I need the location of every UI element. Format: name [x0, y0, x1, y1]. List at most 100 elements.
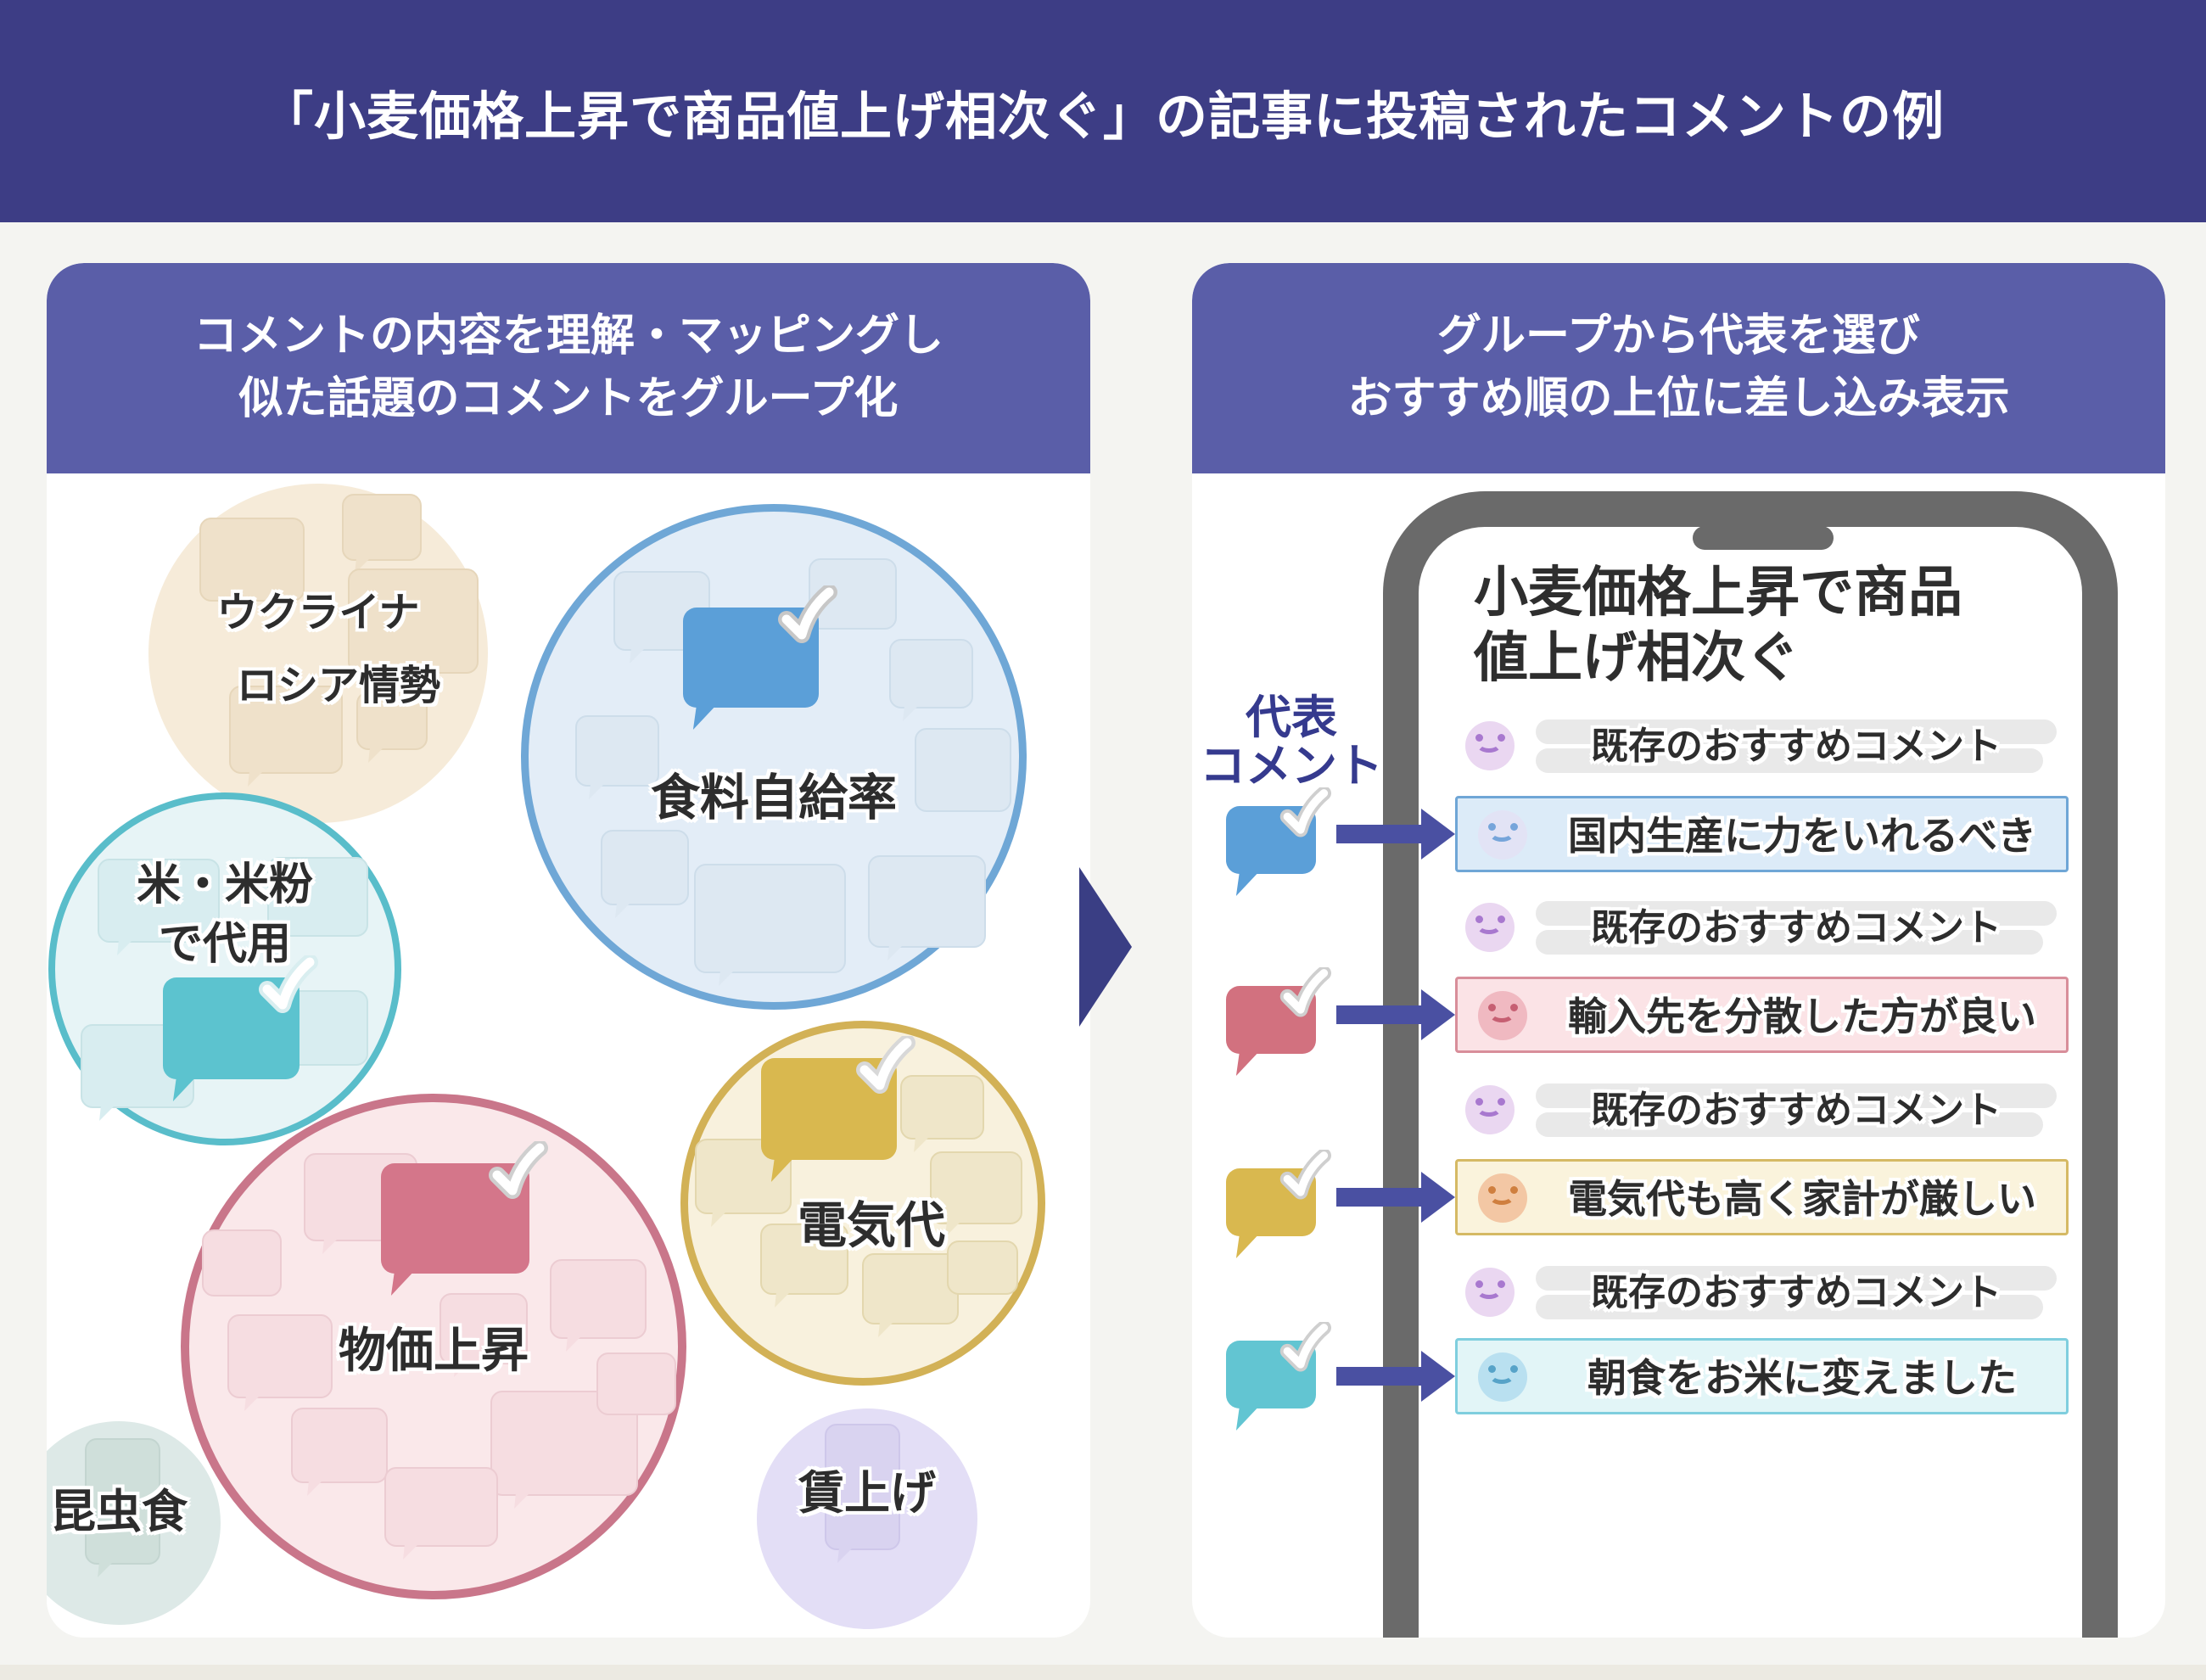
speech-bubble-decoration — [348, 568, 479, 674]
phone-speaker-icon — [1693, 526, 1834, 550]
left-panel-header-line2: 似た話題のコメントをグループ化 — [238, 374, 899, 423]
comment-placeholder-bar — [1536, 1084, 2057, 1108]
comment-placeholder-bar — [1536, 720, 2057, 744]
arrow-icon — [1336, 1351, 1455, 1402]
check-icon — [1279, 1150, 1331, 1200]
speech-bubble-decoration — [889, 639, 973, 708]
existing-comment-text: 既存のおすすめコメント — [1591, 1089, 2002, 1131]
article-title-line2: 値上げ相次ぐ — [1474, 626, 1800, 688]
arrow-icon — [1336, 989, 1455, 1040]
representative-comment-text: 輸入先を分散した方が良い — [1568, 994, 2036, 1039]
article-title-line1: 小麦価格上昇で商品 — [1474, 562, 1962, 623]
cluster-label: 食料自給率 — [650, 770, 897, 826]
speech-bubble-decoration — [575, 715, 659, 787]
speech-bubble-decoration — [930, 1151, 1022, 1224]
speech-bubble-decoration — [596, 1352, 676, 1415]
smiley-face-icon — [1478, 1173, 1527, 1223]
smiley-face-icon — [1465, 721, 1515, 770]
arrow-icon — [1336, 809, 1455, 860]
cluster-label: ロシア情勢 — [236, 664, 440, 708]
representative-comment-bubble-icon — [683, 585, 837, 708]
check-icon — [1279, 967, 1331, 1017]
representative-comment-bubble-icon — [761, 1036, 915, 1160]
left-panel: ウクライナ ロシア情勢 食料自給率 米・米粉 — [47, 263, 1090, 1638]
representative-comment-bubble-icon — [381, 1141, 548, 1274]
comment-placeholder-bar — [1536, 1266, 2057, 1291]
speech-bubble-decoration — [202, 1229, 282, 1296]
comment-placeholder-bar — [1536, 901, 2057, 926]
existing-comment-text: 既存のおすすめコメント — [1591, 725, 2002, 767]
representative-comment-text: 国内生産に力をいれるべき — [1568, 814, 2036, 858]
speech-bubble-decoration — [267, 857, 368, 937]
cluster-electricity-cost: 電気代 — [680, 1021, 1045, 1386]
right-panel-header-line2: おすすめ順の上位に差し込み表示 — [1347, 374, 2010, 423]
smiley-face-icon — [1465, 1268, 1515, 1317]
speech-bubble-decoration — [694, 864, 846, 973]
speech-bubble-decoration — [356, 692, 428, 750]
speech-bubble-decoration — [550, 1259, 647, 1339]
speech-bubble-decoration — [760, 1224, 848, 1295]
speech-bubble-decoration — [915, 728, 1011, 812]
existing-comment-row: 既存のおすすめコメント — [1455, 901, 2069, 955]
speech-bubble-decoration — [98, 859, 220, 943]
cluster-rice-substitute: 米・米粉 で代用 — [48, 792, 401, 1145]
article-title: 小麦価格上昇で商品 値上げ相次ぐ — [1474, 560, 2068, 691]
representative-comment-label: 代表 コメント — [1200, 692, 1383, 792]
right-panel-header-line1: グループから代表を選び — [1437, 311, 1920, 361]
cluster-food-self-sufficiency: 食料自給率 — [521, 504, 1027, 1010]
representative-comment-text: 朝食をお米に変えました — [1587, 1356, 2017, 1400]
check-icon — [259, 955, 318, 1013]
phone-mockup — [1383, 491, 2118, 1638]
flow-arrow-icon — [1079, 867, 1132, 1027]
smiley-face-icon — [1465, 1085, 1515, 1134]
right-panel-header: グループから代表を選び おすすめ順の上位に差し込み表示 — [1192, 263, 2165, 473]
speech-bubble-decoration — [440, 1293, 528, 1364]
existing-comment-text: 既存のおすすめコメント — [1591, 1272, 2002, 1313]
cluster-label: ウクライナ — [216, 591, 420, 636]
representative-comment-row-pink: 輸入先を分散した方が良い — [1455, 977, 2069, 1053]
representative-comment-text: 電気代も高く家計が厳しい — [1568, 1177, 2036, 1221]
representative-comment-bubble-icon — [163, 955, 318, 1079]
existing-comment-row: 既存のおすすめコメント — [1455, 720, 2069, 773]
cluster-price-rise: 物価上昇 — [181, 1094, 686, 1599]
representative-comment-row-yellow: 電気代も高く家計が厳しい — [1455, 1159, 2069, 1235]
cluster-label: で代用 — [158, 920, 291, 969]
comment-placeholder-bar — [1536, 748, 2043, 773]
cluster-label: 米・米粉 — [136, 860, 313, 910]
speech-bubble-decoration — [601, 830, 689, 905]
existing-comment-text: 既存のおすすめコメント — [1591, 907, 2002, 949]
representative-comment-row-blue: 国内生産に力をいれるべき — [1455, 796, 2069, 872]
speech-bubble-decoration — [227, 1314, 333, 1398]
arrow-icon — [1336, 1172, 1455, 1223]
cluster-label: 賃上げ — [798, 1468, 936, 1519]
smiley-face-icon — [1478, 810, 1527, 860]
cluster-wage-raise: 賃上げ — [757, 1408, 977, 1629]
bottom-strip — [0, 1665, 2206, 1680]
existing-comment-row: 既存のおすすめコメント — [1455, 1266, 2069, 1319]
check-icon — [1279, 1322, 1331, 1372]
speech-bubble-decoration — [809, 558, 897, 630]
cluster-ukraine-russia: ウクライナ ロシア情勢 — [148, 484, 488, 823]
existing-comment-row: 既存のおすすめコメント — [1455, 1084, 2069, 1137]
smiley-face-icon — [1478, 991, 1527, 1040]
representative-bubble-icon-blue — [1226, 787, 1331, 874]
check-icon — [489, 1141, 548, 1199]
cluster-label: 物価上昇 — [339, 1324, 529, 1377]
cluster-label: 昆虫食 — [50, 1487, 188, 1537]
representative-comment-row-cyan: 朝食をお米に変えました — [1455, 1338, 2069, 1414]
check-icon — [1279, 787, 1331, 837]
page-title: 「小麦価格上昇で商品値上げ相次ぐ」の記事に投稿されたコメントの例 — [260, 87, 1945, 145]
speech-bubble-decoration — [384, 1467, 498, 1547]
speech-bubble-decoration — [199, 518, 305, 602]
representative-bubble-icon-pink — [1226, 967, 1331, 1054]
smiley-face-icon — [1478, 1352, 1527, 1402]
speech-bubble-decoration — [900, 1075, 984, 1140]
speech-bubble-decoration — [947, 1240, 1018, 1295]
representative-bubble-icon-teal — [1226, 1322, 1331, 1408]
speech-bubble-decoration — [291, 1408, 388, 1483]
speech-bubble-decoration — [342, 494, 422, 561]
representative-bubble-icon-yellow — [1226, 1150, 1331, 1236]
left-panel-header-line1: コメントの内容を理解・マッピングし — [193, 311, 943, 361]
comment-placeholder-bar — [1536, 930, 2043, 955]
